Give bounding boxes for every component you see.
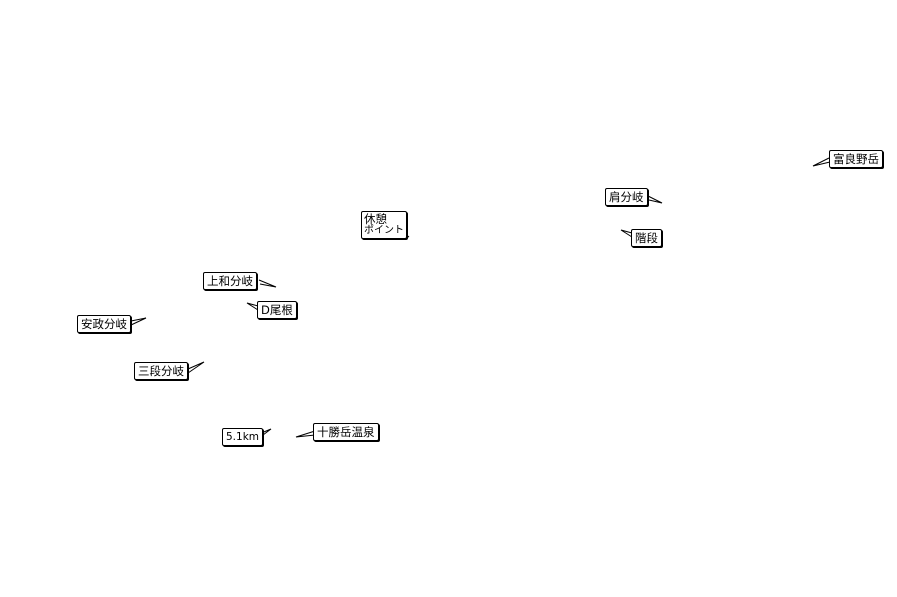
label-distance: 5.1km [222, 428, 264, 446]
label-d-one: D尾根 [257, 301, 297, 319]
label-kyukei-point: 休憩 ポイント [361, 211, 407, 239]
leader-tokachidake-onsen [295, 430, 316, 438]
leader-kaidan [620, 229, 633, 238]
label-kamiwa-bunki: 上和分岐 [203, 272, 257, 290]
leader-furano-dake [812, 157, 831, 167]
label-kaidan: 階段 [631, 229, 662, 247]
label-kyukei-line1: 休憩 [364, 212, 387, 226]
leader-kata-bunki [647, 195, 663, 204]
leader-d-one [246, 302, 259, 311]
leader-sandan-bunki [187, 361, 205, 374]
label-ansei-bunki: 安政分岐 [77, 315, 131, 333]
leader-ansei-bunki [130, 317, 147, 326]
label-sandan-bunki: 三段分岐 [134, 362, 188, 380]
label-kata-bunki: 肩分岐 [605, 188, 648, 206]
label-furano-dake: 富良野岳 [829, 150, 883, 168]
label-tokachidake-onsen: 十勝岳温泉 [313, 423, 379, 441]
leader-kamiwa-bunki [258, 279, 277, 288]
label-kyukei-line2: ポイント [364, 225, 404, 236]
